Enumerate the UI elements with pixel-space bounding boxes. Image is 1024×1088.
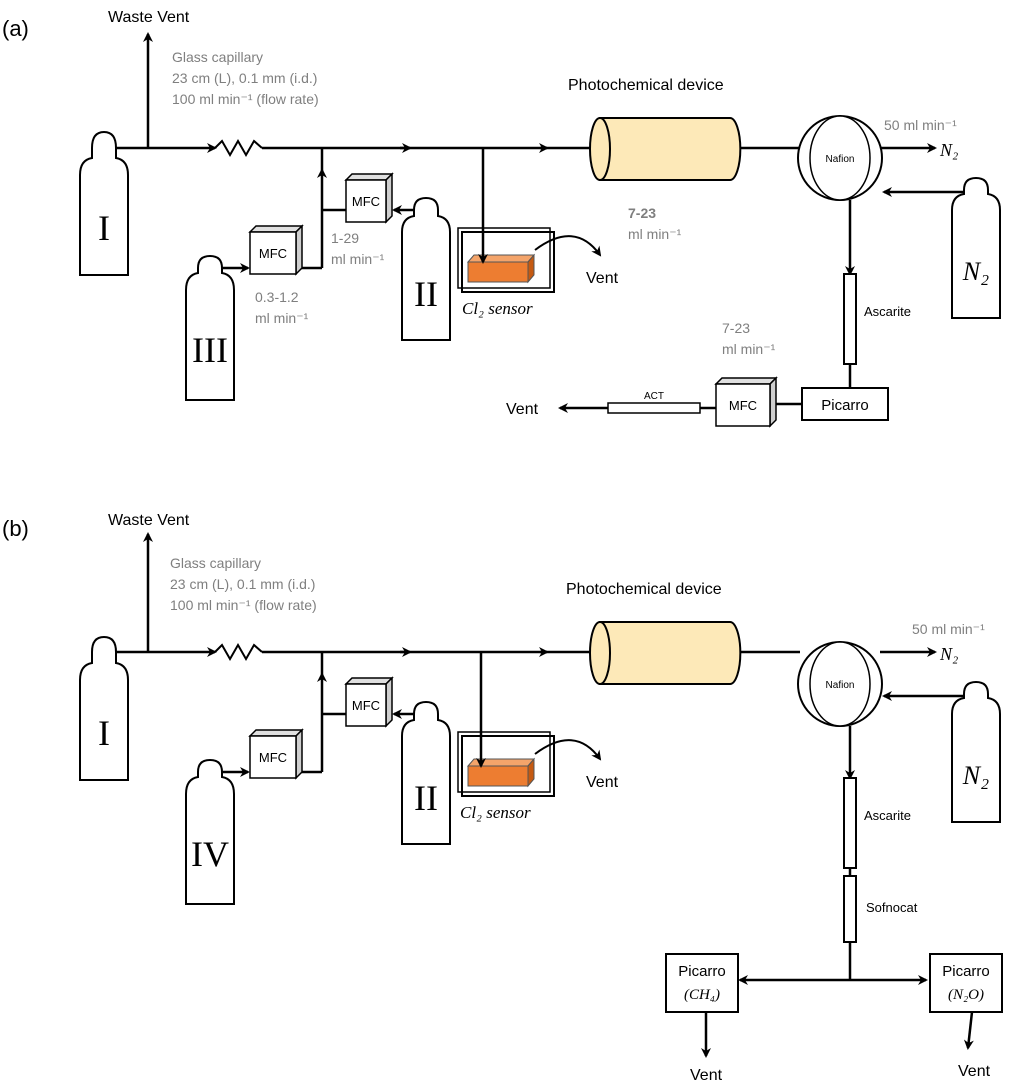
gas-cylinder-n2: N₂ — [951, 680, 1001, 823]
panel-label-a: (a) — [2, 16, 29, 41]
sensor-vent-label: Vent — [586, 270, 619, 287]
mfc-picarro: MFC — [714, 376, 778, 428]
picarro-ch4-label: Picarro — [678, 963, 726, 980]
vent-label-right: Vent — [958, 1063, 991, 1080]
capillary-label-1: Glass capillary — [172, 49, 263, 65]
ascarite-column — [843, 777, 857, 869]
picarro-n2o — [929, 953, 1003, 1013]
flow-rate-label: ml min⁻¹ — [255, 310, 309, 326]
capillary-label-2: 23 cm (L), 0.1 mm (i.d.) — [170, 576, 315, 592]
picarro-ch4-species: (CH₄) — [684, 987, 720, 1003]
sensor-label: Cl₂ sensor — [462, 299, 533, 318]
cylinder-label-i: I — [98, 713, 110, 753]
picarro-n2o-label: Picarro — [942, 963, 990, 980]
capillary-label-1: Glass capillary — [170, 555, 261, 571]
mfc-label: MFC — [352, 698, 380, 713]
panel-b: (b) Waste Vent Glass capillary 23 cm (L)… — [2, 512, 1003, 1084]
mfc-upper: MFC — [344, 172, 394, 224]
sensor-vent-arrow — [534, 739, 602, 761]
photochemical-device-label: Photochemical device — [568, 77, 724, 94]
flow-rate-label: 1-29 — [331, 230, 359, 246]
capillary-label-3: 100 ml min⁻¹ (flow rate) — [170, 597, 317, 613]
panel-label-b: (b) — [2, 516, 29, 541]
sensor-vent-label: Vent — [586, 774, 619, 791]
cylinder-label-i: I — [98, 208, 110, 248]
cylinder-label-iii: III — [192, 330, 228, 370]
cylinder-label-ii: II — [414, 274, 438, 314]
flow-rate-label: 7-23 — [628, 205, 656, 221]
waste-vent-label: Waste Vent — [108, 9, 190, 26]
nafion-label: Nafion — [826, 154, 855, 165]
capillary-label-3: 100 ml min⁻¹ (flow rate) — [172, 91, 319, 107]
n2-out-label: N₂ — [939, 644, 958, 664]
mfc-label: MFC — [352, 194, 380, 209]
n2-flow-label: 50 ml min⁻¹ — [912, 621, 985, 637]
act-label: ACT — [644, 391, 664, 402]
ascarite-label: Ascarite — [864, 808, 911, 823]
nafion-dryer: Nafion — [797, 115, 883, 201]
mfc-upper: MFC — [344, 676, 394, 728]
photochemical-device — [589, 117, 742, 181]
capillary-resistor — [214, 138, 263, 158]
mfc-label: MFC — [729, 398, 757, 413]
photochemical-device — [589, 621, 742, 685]
final-vent-label: Vent — [506, 401, 539, 418]
cylinder-label-n2: N₂ — [962, 761, 989, 790]
sofnocat-label: Sofnocat — [866, 900, 918, 915]
vent-label-left: Vent — [690, 1067, 723, 1084]
picarro-ch4 — [665, 953, 739, 1013]
gas-cylinder-ii: II — [401, 196, 451, 341]
mfc-label: MFC — [259, 750, 287, 765]
cylinder-label-n2: N₂ — [962, 257, 989, 286]
flow-rate-label: ml min⁻¹ — [331, 251, 385, 267]
ascarite-label: Ascarite — [864, 304, 911, 319]
gas-cylinder-i: I — [79, 130, 129, 276]
picarro-analyzer — [801, 387, 889, 421]
gas-cylinder-ii: II — [401, 700, 451, 845]
picarro-n2o-species: (N₂O) — [948, 987, 984, 1003]
gas-cylinder-n2: N₂ — [951, 176, 1001, 319]
flow-rate-label: ml min⁻¹ — [722, 341, 776, 357]
capillary-resistor — [214, 642, 263, 662]
act-trap — [607, 402, 701, 414]
flow-line — [963, 1011, 974, 1050]
cylinder-label-ii: II — [414, 778, 438, 818]
n2-out-label: N₂ — [939, 140, 958, 160]
ascarite-column — [843, 273, 857, 365]
gas-cylinder-iii: III — [185, 254, 235, 401]
waste-vent-label: Waste Vent — [108, 512, 190, 529]
flow-rate-label: ml min⁻¹ — [628, 226, 682, 242]
sensor-label: Cl₂ sensor — [460, 803, 531, 822]
panel-a: (a) Waste Vent Glass capillary 23 cm (L)… — [2, 9, 1001, 428]
nafion-dryer: Nafion — [797, 641, 883, 727]
flow-rate-label: 0.3-1.2 — [255, 289, 299, 305]
sensor-vent-arrow — [534, 235, 602, 257]
mfc-label: MFC — [259, 246, 287, 261]
gas-cylinder-iv: IV — [185, 758, 235, 905]
photochemical-device-label: Photochemical device — [566, 581, 722, 598]
n2-flow-label: 50 ml min⁻¹ — [884, 117, 957, 133]
cylinder-label-iv: IV — [191, 834, 229, 874]
gas-cylinder-i: I — [79, 635, 129, 781]
nafion-label: Nafion — [826, 680, 855, 691]
mfc-lower: MFC — [248, 728, 304, 780]
picarro-label: Picarro — [821, 397, 869, 414]
mfc-lower: MFC — [248, 224, 304, 276]
cl2-sensor — [457, 227, 555, 293]
capillary-label-2: 23 cm (L), 0.1 mm (i.d.) — [172, 70, 317, 86]
sofnocat-column — [843, 875, 857, 943]
cl2-sensor — [457, 731, 555, 797]
flow-rate-label: 7-23 — [722, 320, 750, 336]
